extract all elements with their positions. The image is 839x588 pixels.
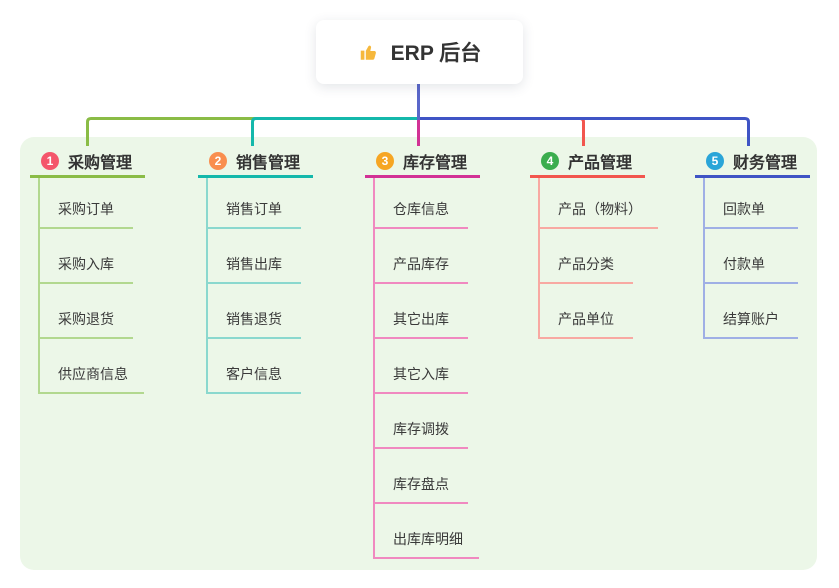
child-node[interactable]: 回款单 bbox=[703, 178, 798, 229]
child-node[interactable]: 仓库信息 bbox=[373, 178, 468, 229]
branch-number-badge: 5 bbox=[706, 151, 724, 170]
branch-4: 4 产品管理产品（物料）产品分类产品单位 bbox=[530, 146, 658, 339]
branch-label: 产品管理 bbox=[568, 154, 633, 172]
root-node[interactable]: ERP 后台 bbox=[316, 20, 523, 84]
thumbs-up-icon-svg bbox=[360, 45, 376, 60]
child-node[interactable]: 付款单 bbox=[703, 229, 798, 284]
branch-label: 采购管理 bbox=[68, 154, 133, 172]
child-node[interactable]: 产品分类 bbox=[538, 229, 633, 284]
branch-children: 采购订单采购入库采购退货供应商信息 bbox=[38, 178, 145, 394]
branch-children: 仓库信息产品库存其它出库其它入库库存调拨库存盘点出库库明细 bbox=[373, 178, 480, 559]
child-node[interactable]: 出库库明细 bbox=[373, 504, 479, 559]
child-node[interactable]: 客户信息 bbox=[206, 339, 301, 394]
branch-children: 回款单付款单结算账户 bbox=[703, 178, 810, 339]
branch-children: 产品（物料）产品分类产品单位 bbox=[538, 178, 658, 339]
child-node[interactable]: 采购订单 bbox=[38, 178, 133, 229]
child-node[interactable]: 采购入库 bbox=[38, 229, 133, 284]
branch-number-badge: 3 bbox=[376, 151, 394, 170]
branch-5: 5 财务管理回款单付款单结算账户 bbox=[695, 146, 810, 339]
branch-number-badge: 1 bbox=[41, 151, 59, 170]
branch-title[interactable]: 1 采购管理 bbox=[30, 146, 145, 178]
child-node[interactable]: 产品（物料） bbox=[538, 178, 658, 229]
branch-title[interactable]: 4 产品管理 bbox=[530, 146, 645, 178]
child-node[interactable]: 销售退货 bbox=[206, 284, 301, 339]
branch-label: 财务管理 bbox=[733, 154, 798, 172]
child-node[interactable]: 库存盘点 bbox=[373, 449, 468, 504]
branch-3: 3 库存管理仓库信息产品库存其它出库其它入库库存调拨库存盘点出库库明细 bbox=[365, 146, 480, 559]
branch-1: 1 采购管理采购订单采购入库采购退货供应商信息 bbox=[30, 146, 145, 394]
branch-label: 库存管理 bbox=[403, 154, 468, 172]
child-node[interactable]: 供应商信息 bbox=[38, 339, 144, 394]
root-label: ERP 后台 bbox=[390, 42, 482, 65]
child-node[interactable]: 销售出库 bbox=[206, 229, 301, 284]
branch-title[interactable]: 5 财务管理 bbox=[695, 146, 810, 178]
child-node[interactable]: 销售订单 bbox=[206, 178, 301, 229]
branch-children: 销售订单销售出库销售退货客户信息 bbox=[206, 178, 313, 394]
branch-label: 销售管理 bbox=[236, 154, 301, 172]
branch-number-badge: 4 bbox=[541, 151, 559, 170]
branches-panel bbox=[20, 137, 817, 570]
child-node[interactable]: 采购退货 bbox=[38, 284, 133, 339]
child-node[interactable]: 库存调拨 bbox=[373, 394, 468, 449]
branch-title[interactable]: 3 库存管理 bbox=[365, 146, 480, 178]
child-node[interactable]: 产品单位 bbox=[538, 284, 633, 339]
child-node[interactable]: 产品库存 bbox=[373, 229, 468, 284]
branch-2: 2 销售管理销售订单销售出库销售退货客户信息 bbox=[198, 146, 313, 394]
child-node[interactable]: 其它出库 bbox=[373, 284, 468, 339]
branch-title[interactable]: 2 销售管理 bbox=[198, 146, 313, 178]
thumbs-up-icon bbox=[358, 41, 380, 63]
branch-number-badge: 2 bbox=[209, 151, 227, 170]
child-node[interactable]: 结算账户 bbox=[703, 284, 798, 339]
child-node[interactable]: 其它入库 bbox=[373, 339, 468, 394]
